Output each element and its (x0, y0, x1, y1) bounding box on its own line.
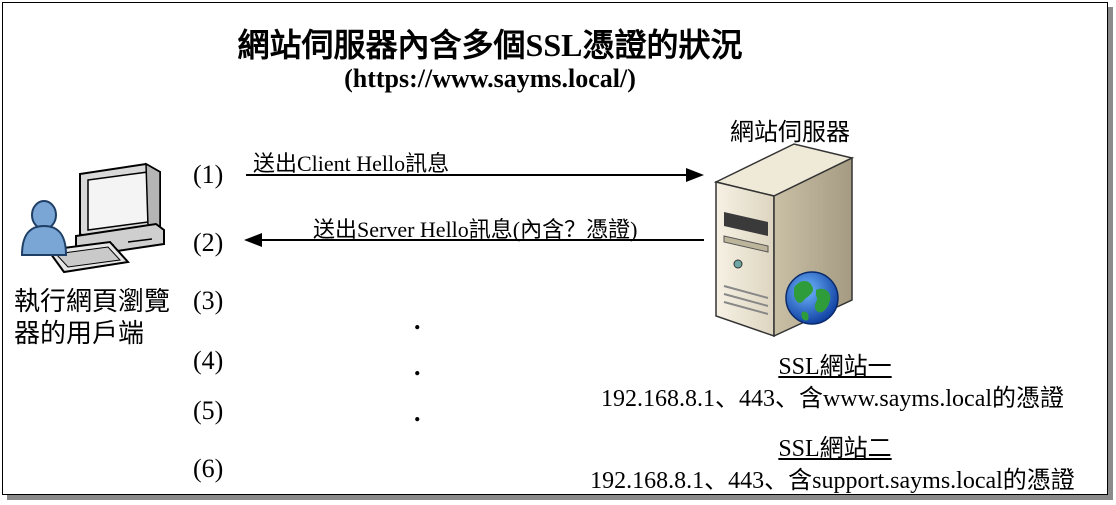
ssl-site-1-name: SSL網站一 (778, 354, 892, 380)
step-2-label: (2) (193, 228, 224, 257)
server-label: 網站伺服器 (730, 120, 850, 146)
ellipsis-dot: . (414, 306, 421, 335)
step-3-label: (3) (193, 286, 224, 315)
client-computer-icon (20, 162, 165, 274)
server-hello-message: 送出Server Hello訊息(內含？憑證) (313, 217, 638, 242)
step-6-label: (6) (193, 454, 224, 483)
ssl-site-2-detail: 192.168.8.1、443、含support.sayms.local的憑證 (590, 468, 1075, 494)
step-4-label: (4) (193, 346, 224, 375)
client-hello-message: 送出Client Hello訊息 (253, 151, 450, 176)
client-label-line2: 器的用戶端 (14, 319, 145, 348)
step-1-label: (1) (193, 160, 224, 189)
client-label-line1: 執行網頁瀏覽 (14, 287, 171, 316)
ellipsis-dot: . (414, 352, 421, 381)
ellipsis-dot: . (414, 398, 421, 427)
ssl-site-2-name: SSL網站二 (778, 436, 892, 462)
ssl-site-1-detail: 192.168.8.1、443、含www.sayms.local的憑證 (600, 386, 1065, 412)
diagram-frame (2, 2, 1108, 495)
web-server-icon (713, 143, 855, 338)
client-label: 執行網頁瀏覽 器的用戶端 (14, 286, 184, 350)
diagram-subtitle: (https://www.sayms.local/) (344, 64, 636, 93)
step-5-label: (5) (193, 396, 224, 425)
diagram-title: 網站伺服器內含多個SSL憑證的狀況 (237, 27, 743, 63)
